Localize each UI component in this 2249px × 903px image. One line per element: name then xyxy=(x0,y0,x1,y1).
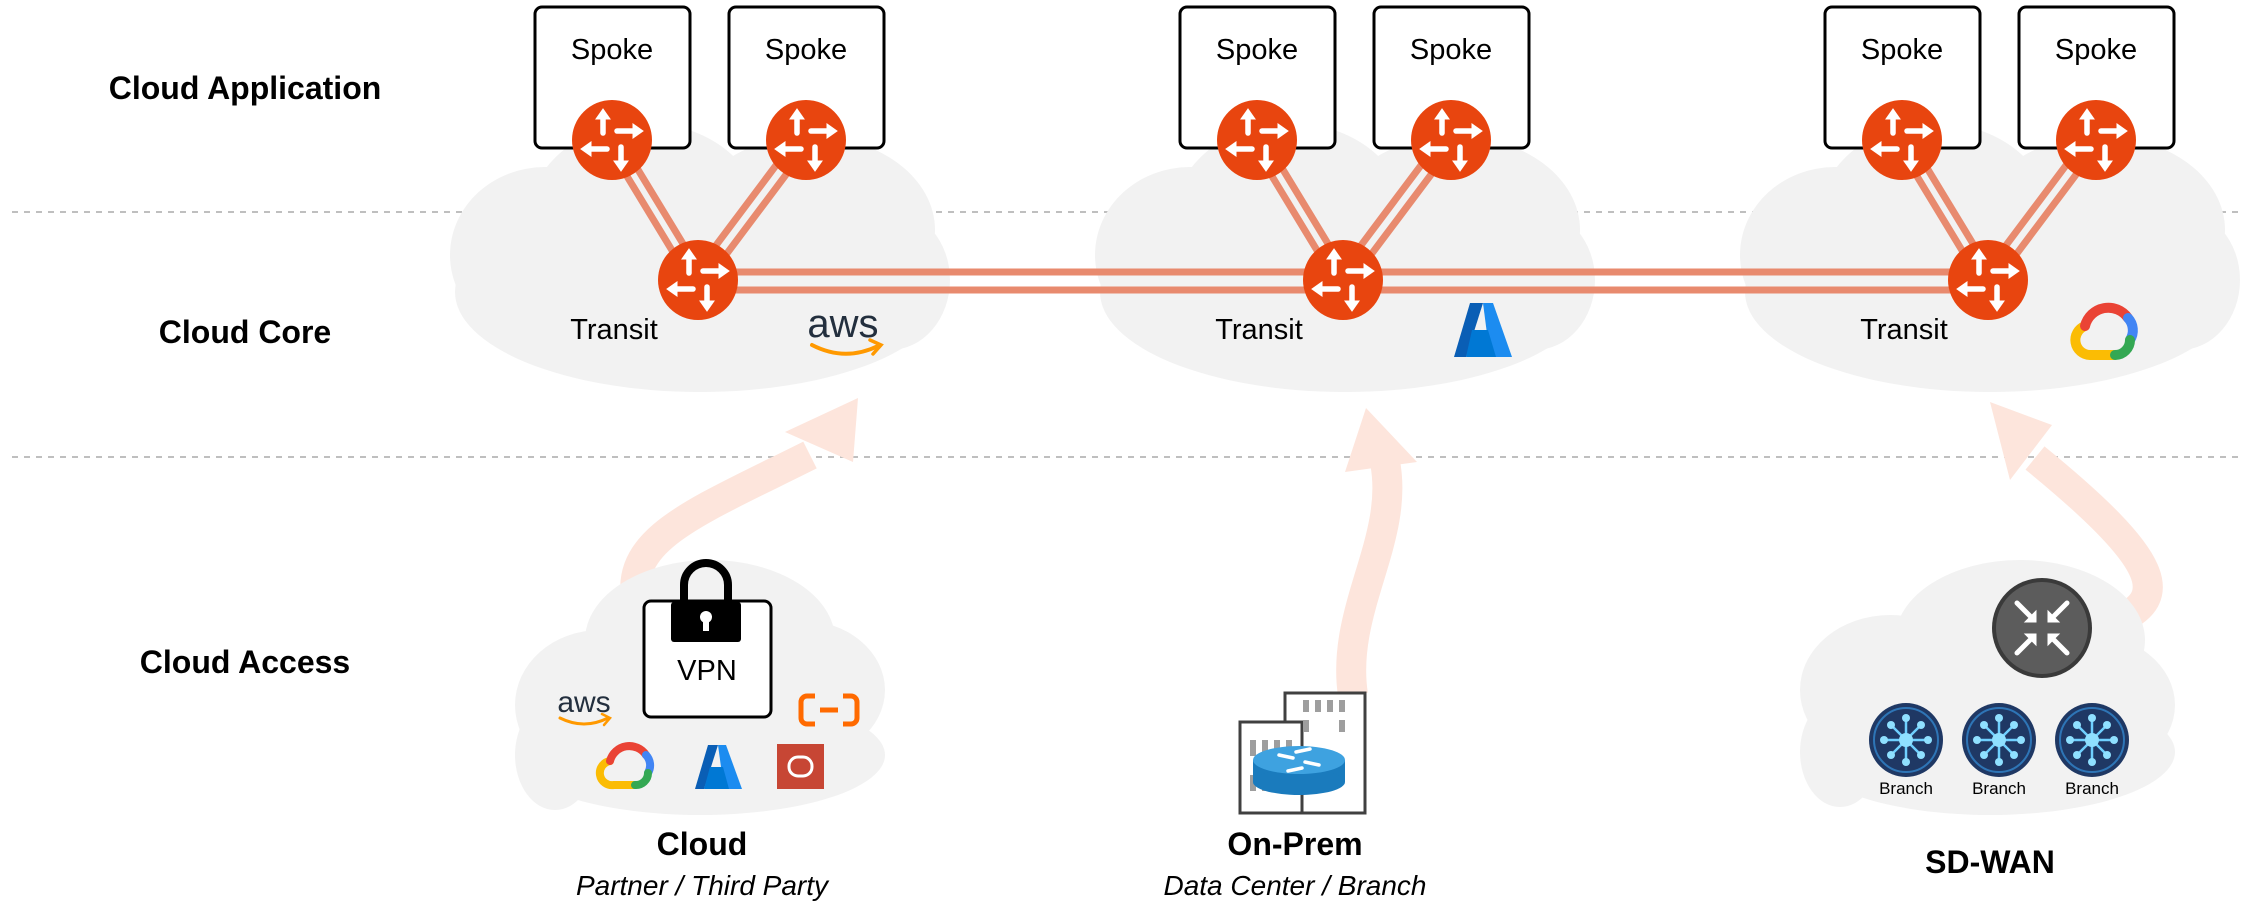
transit-label: Transit xyxy=(1860,314,1948,346)
aws-logo-icon: aws xyxy=(807,302,884,356)
azure-logo-icon xyxy=(1454,303,1512,357)
cloud-access-title: Cloud xyxy=(657,826,748,862)
spoke-router-icon xyxy=(766,100,846,180)
spoke-label: Spoke xyxy=(1861,34,1943,66)
core-cloud-aws xyxy=(450,123,950,392)
spoke-router-icon xyxy=(1411,100,1491,180)
branch-node-icon xyxy=(2055,703,2129,777)
spoke-router-icon xyxy=(1217,100,1297,180)
transit-label: Transit xyxy=(1215,314,1303,346)
tier-label-core: Cloud Core xyxy=(159,314,331,350)
spoke-label: Spoke xyxy=(2055,34,2137,66)
onprem-access-subtitle: Data Center / Branch xyxy=(1163,870,1426,901)
data-center-router-icon xyxy=(1238,691,1367,815)
vpn-label: VPN xyxy=(677,655,737,687)
sdwan-hub-icon xyxy=(1992,578,2092,678)
spoke-label: Spoke xyxy=(1410,34,1492,66)
transit-router-icon xyxy=(1948,240,2028,320)
sdwan-access-arrowhead xyxy=(1990,402,2052,480)
branch-node-icon xyxy=(1869,703,1943,777)
tier-label-application: Cloud Application xyxy=(109,70,382,106)
branch-label: Branch xyxy=(1879,779,1933,798)
spoke-label: Spoke xyxy=(765,34,847,66)
cloud-access-subtitle: Partner / Third Party xyxy=(576,870,830,901)
transit-router-icon xyxy=(658,240,738,320)
spoke-router-icon xyxy=(572,100,652,180)
branch-label: Branch xyxy=(2065,779,2119,798)
azure-small-logo-icon xyxy=(695,745,742,789)
alibaba-cloud-logo-icon xyxy=(798,693,860,727)
transit-label: Transit xyxy=(570,314,658,346)
branch-node-icon xyxy=(1962,703,2036,777)
spoke-label: Spoke xyxy=(571,34,653,66)
cloud-access-arrowhead xyxy=(785,398,858,462)
spoke-boxes xyxy=(533,5,2176,150)
transit-router-icon xyxy=(1303,240,1383,320)
onprem-access-arrow xyxy=(1336,459,1403,698)
sdwan-access-title: SD-WAN xyxy=(1925,844,2055,880)
onprem-access-title: On-Prem xyxy=(1227,826,1362,862)
branch-label: Branch xyxy=(1972,779,2026,798)
google-cloud-logo-icon xyxy=(2070,302,2138,360)
onprem-access-arrowhead xyxy=(1345,408,1417,472)
spoke-labels: Spoke Spoke Spoke Spoke Spoke Spoke xyxy=(571,34,2137,66)
svg-text:aws: aws xyxy=(807,302,878,346)
google-cloud-small-logo-icon xyxy=(595,742,655,790)
spoke-label: Spoke xyxy=(1216,34,1298,66)
access-cloud-sdwan xyxy=(1800,560,2175,815)
aws-small-logo-icon: aws xyxy=(557,686,612,727)
tier-label-access: Cloud Access xyxy=(140,644,350,680)
spoke-router-icon xyxy=(2056,100,2136,180)
vpn-lock-body xyxy=(671,602,741,642)
oracle-logo-icon xyxy=(777,744,824,789)
spoke-router-icon xyxy=(1862,100,1942,180)
